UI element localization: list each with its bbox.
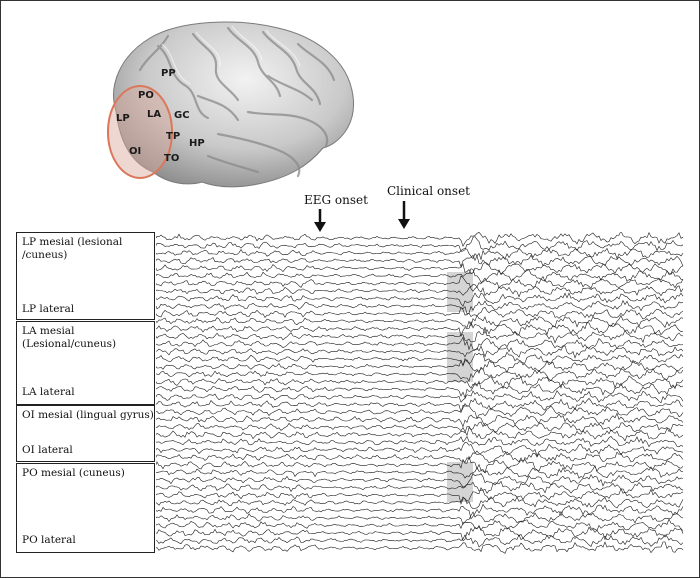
channel-group-oi: OI mesial (lingual gyrus) OI lateral <box>16 405 155 462</box>
eeg-trace-panel <box>156 232 684 554</box>
eeg-trace <box>156 357 684 374</box>
eeg-trace <box>156 442 684 457</box>
po-mesial-label: PO mesial (cuneus) <box>22 467 125 479</box>
po-lateral-label: PO lateral <box>22 534 76 546</box>
eeg-trace <box>156 534 684 548</box>
eeg-trace <box>156 375 684 390</box>
eeg-trace <box>156 404 684 420</box>
eeg-trace <box>156 320 684 338</box>
region-label-la: LA <box>147 109 161 120</box>
channel-group-la: LA mesial (Lesional/cuneus) LA lateral <box>16 321 155 405</box>
la-mesial-label: LA mesial (Lesional/cuneus) <box>22 325 117 350</box>
channel-group-lp: LP mesial (lesional /cuneus) LP lateral <box>16 232 155 320</box>
eeg-trace <box>156 421 684 437</box>
eeg-trace <box>156 525 684 542</box>
eeg-trace <box>156 232 684 247</box>
eeg-trace <box>156 284 684 298</box>
clinical-onset-arrow <box>398 201 410 229</box>
eeg-trace <box>156 306 684 320</box>
brain-illustration: PP PO LP LA GC TP HP OI TO <box>107 21 355 188</box>
eeg-trace <box>156 236 684 252</box>
eeg-trace <box>156 450 684 464</box>
eeg-trace <box>156 397 684 413</box>
eeg-trace <box>156 327 684 344</box>
eeg-trace <box>156 351 684 367</box>
channel-label-column: LP mesial (lesional /cuneus) LP lateral … <box>16 232 155 553</box>
region-label-pp: PP <box>161 68 176 79</box>
eeg-trace <box>156 336 684 351</box>
eeg-trace <box>156 518 684 531</box>
occipital-highlight <box>107 85 173 179</box>
eeg-trace <box>156 380 684 399</box>
eeg-trace <box>156 275 684 292</box>
la-lateral-label: LA lateral <box>22 386 75 398</box>
channel-group-po: PO mesial (cuneus) PO lateral <box>16 463 155 553</box>
eeg-trace <box>156 314 684 329</box>
eeg-trace <box>156 345 684 359</box>
eeg-trace <box>156 262 684 275</box>
eeg-trace <box>156 425 684 442</box>
eeg-trace <box>156 435 684 448</box>
region-label-hp: HP <box>189 138 205 149</box>
eeg-trace <box>156 268 684 283</box>
eeg-trace <box>156 367 684 382</box>
onset-burst-shading <box>447 272 473 312</box>
eeg-trace <box>156 480 684 494</box>
eeg-trace <box>156 292 684 307</box>
region-label-gc: GC <box>174 110 190 121</box>
onset-burst-shading <box>447 332 473 382</box>
eeg-onset-arrow <box>314 209 326 232</box>
eeg-onset-label: EEG onset <box>304 193 368 207</box>
eeg-trace <box>156 496 684 510</box>
eeg-trace <box>156 390 684 404</box>
eeg-trace <box>156 254 684 268</box>
eeg-trace <box>156 299 684 315</box>
clinical-onset-label: Clinical onset <box>387 184 470 198</box>
eeg-trace <box>156 472 684 488</box>
eeg-trace <box>156 487 684 505</box>
region-label-oi: OI <box>129 146 141 157</box>
eeg-trace <box>156 510 684 525</box>
region-label-po: PO <box>138 90 154 101</box>
oi-lateral-label: OI lateral <box>22 444 73 456</box>
lp-lateral-label: LP lateral <box>22 303 75 315</box>
onset-burst-shading <box>447 462 473 502</box>
eeg-trace <box>156 541 684 554</box>
region-label-tp: TP <box>166 131 180 142</box>
eeg-trace <box>156 503 684 520</box>
eeg-trace <box>156 412 684 428</box>
region-label-lp: LP <box>116 113 130 124</box>
oi-mesial-label: OI mesial (lingual gyrus) <box>22 409 154 421</box>
eeg-trace <box>156 465 684 479</box>
lp-mesial-label: LP mesial (lesional /cuneus) <box>22 236 123 261</box>
eeg-trace <box>156 247 684 261</box>
region-label-to: TO <box>164 153 179 164</box>
